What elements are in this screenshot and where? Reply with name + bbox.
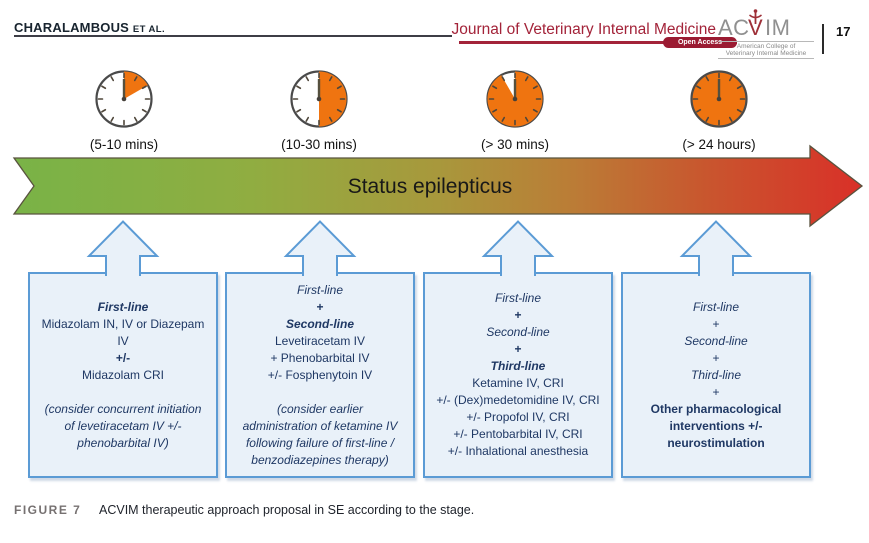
treatment-line: Second-line (486, 325, 550, 339)
treatment-line (227, 384, 413, 401)
acvim-letters-im: IM (765, 15, 790, 40)
journal-title-rule (459, 41, 737, 44)
acvim-letter-v: V (748, 15, 763, 40)
treatment-line: IV (117, 333, 129, 348)
open-access-badge: Open Access (663, 37, 737, 48)
header-separator (822, 24, 824, 54)
treatment-line: Second-line (684, 333, 748, 348)
clock-label: (> 30 mins) (481, 137, 549, 152)
treatment-line: administration of ketamine IV (242, 418, 398, 433)
acvim-logo-icon: AC V IM (718, 9, 790, 40)
clock-icon (95, 70, 153, 128)
figure-caption-label: FIGURE 7 (14, 503, 82, 517)
treatment-line: + (316, 299, 324, 314)
up-arrow-icon (283, 220, 357, 276)
treatment-line: + Phenobarbital IV (270, 350, 370, 365)
treatment-line: + (514, 308, 522, 322)
treatment-line: Third-line (490, 359, 546, 373)
page-number: 17 (836, 24, 851, 39)
treatment-line: benzodiazepines therapy) (251, 452, 389, 467)
acvim-letters-ac: AC (718, 15, 750, 40)
clock-station: (> 30 mins) (460, 68, 570, 152)
treatment-line: +/- (115, 350, 131, 365)
caduceus-icon (749, 9, 762, 24)
journal-title: Journal of Veterinary Internal Medicine (451, 21, 716, 38)
treatment-line: First-line (97, 299, 149, 314)
treatment-line: First-line (296, 282, 343, 297)
treatment-line: Ketamine IV, CRI (472, 376, 564, 390)
treatment-line: Other pharmacological (650, 401, 782, 416)
treatment-line: First-line (692, 299, 739, 314)
treatment-line: +/- Fosphenytoin IV (267, 367, 373, 382)
author-name: CHARALAMBOUS (14, 20, 130, 35)
acvim-subtitle-line1: American College of (736, 43, 796, 50)
up-arrow-icon (86, 220, 160, 276)
treatment-line: phenobarbital IV) (77, 435, 169, 450)
treatment-line: First-line (494, 291, 541, 305)
clock-icon (690, 70, 748, 128)
treatment-line: neurostimulation (667, 435, 765, 450)
up-arrow-icon (679, 220, 753, 276)
clock-label: (10-30 mins) (281, 137, 357, 152)
clock-icon (290, 70, 348, 128)
clock-station: (> 24 hours) (664, 68, 774, 152)
clock-station: (10-30 mins) (264, 68, 374, 152)
treatment-line: Midazolam CRI (81, 367, 165, 382)
treatment-line: following failure of first-line / (245, 435, 395, 450)
treatment-line: Levetiracetam IV (274, 333, 366, 348)
clock-label: (5-10 mins) (89, 137, 159, 152)
treatment-line: + (712, 316, 720, 331)
treatment-line: (consider concurrent initiation (44, 401, 202, 416)
treatment-line: +/- Inhalational anesthesia (447, 444, 589, 458)
treatment-line: + (514, 342, 522, 356)
acvim-subtitle-line2: Veterinary Internal Medicine (725, 50, 807, 57)
treatment-line: Second-line (285, 316, 354, 331)
figure-caption-text: ACVIM therapeutic approach proposal in S… (99, 503, 475, 517)
treatment-line: Third-line (690, 367, 741, 382)
status-epilepticus-arrow: Status epilepticus (12, 144, 864, 228)
treatment-line (30, 384, 216, 401)
treatment-line: interventions +/- (669, 418, 763, 433)
treatment-line: of levetiracetam IV +/- (64, 418, 182, 433)
treatment-box: First-line + Second-line + Third-line + Other … (621, 272, 811, 478)
treatment-line: +/- (Dex)medetomidine IV, CRI (436, 393, 600, 407)
treatment-line: + (712, 384, 720, 399)
acvim-rule-top (718, 41, 814, 42)
acvim-rule-bottom (718, 58, 814, 59)
clock-station: (5-10 mins) (69, 68, 179, 152)
banner-label: Status epilepticus (348, 175, 513, 198)
author-etal: ET AL. (132, 24, 166, 35)
running-head-author: CHARALAMBOUS ET AL. (14, 20, 165, 35)
up-arrow-icon (481, 220, 555, 276)
clock-label: (> 24 hours) (682, 137, 756, 152)
treatment-line: +/- Pentobarbital IV, CRI (453, 427, 583, 441)
treatment-line: Midazolam IN, IV or Diazepam (41, 316, 205, 331)
treatment-line: + (712, 350, 720, 365)
treatment-line: (consider earlier (276, 401, 364, 416)
timeline-arrow-shape (12, 144, 864, 228)
header-rule (14, 35, 452, 37)
clock-icon (486, 70, 544, 128)
treatment-line: +/- Propofol IV, CRI (466, 410, 570, 424)
